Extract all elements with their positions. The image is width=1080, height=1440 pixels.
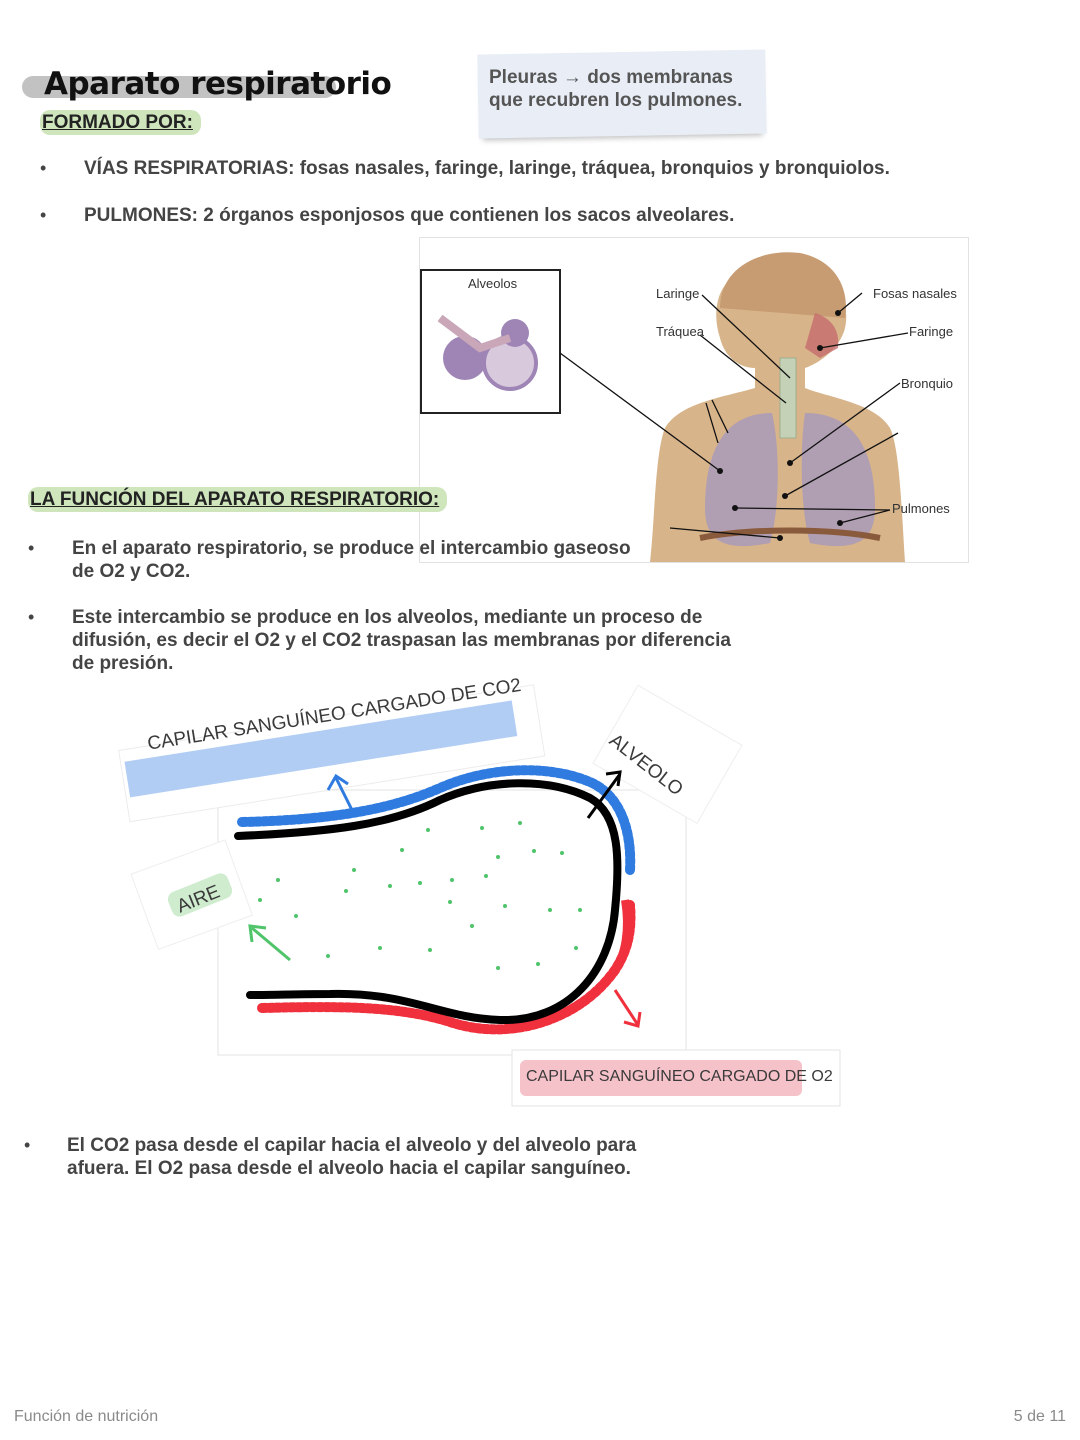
sticky-note-text: Pleuras → dos membranas que recubren los… <box>489 67 743 111</box>
footer-page-number: 5 de 11 <box>1013 1408 1066 1425</box>
footer-section-title: Función de nutrición <box>14 1408 159 1425</box>
label-fosas-nasales: Fosas nasales <box>873 286 957 301</box>
alveolus-drawing <box>118 684 841 1107</box>
anatomy-illustration <box>420 252 909 562</box>
bullet-dot: • <box>40 158 47 178</box>
label-alveolos: Alveolos <box>468 276 518 291</box>
page-title: Aparato respiratorio <box>44 66 392 102</box>
bullet-dot: • <box>28 538 35 558</box>
bullet-intercambio: En el aparato respiratorio, se produce e… <box>72 538 631 582</box>
formado-label: FORMADO POR: <box>40 110 201 135</box>
alveolus-diagram: CAPILAR SANGUÍNEO CARGADO DE CO2 ALVEOLO… <box>110 670 850 1110</box>
label-faringe: Faringe <box>909 324 954 339</box>
title-block: Aparato respiratorio <box>22 66 392 102</box>
bullet-vias: VÍAS RESPIRATORIAS: fosas nasales, farin… <box>84 158 890 179</box>
label-capilar-o2: CAPILAR SANGUÍNEO CARGADO DE O2 <box>526 1068 833 1085</box>
label-pulmones: Pulmones <box>892 501 950 516</box>
label-laringe: Laringe <box>656 286 700 301</box>
bullet-pulmones: PULMONES: 2 órganos esponjosos que conti… <box>84 205 735 226</box>
label-traquea: Tráquea <box>656 324 704 339</box>
bullet-dot: • <box>24 1135 31 1155</box>
title-highlight <box>22 76 336 98</box>
anatomy-figure: Alveolos Laringe Tráquea Fosas nasales F… <box>419 237 969 563</box>
bullet-difusion: Este intercambio se produce en los alveo… <box>72 607 731 674</box>
label-bronquio: Bronquio <box>901 376 954 391</box>
bullet-co2-o2: El CO2 pasa desde el capilar hacia el al… <box>67 1135 637 1179</box>
bullet-dot: • <box>40 205 47 225</box>
funcion-heading: LA FUNCIÓN DEL APARATO RESPIRATORIO: <box>28 487 448 512</box>
bullet-dot: • <box>28 607 35 627</box>
